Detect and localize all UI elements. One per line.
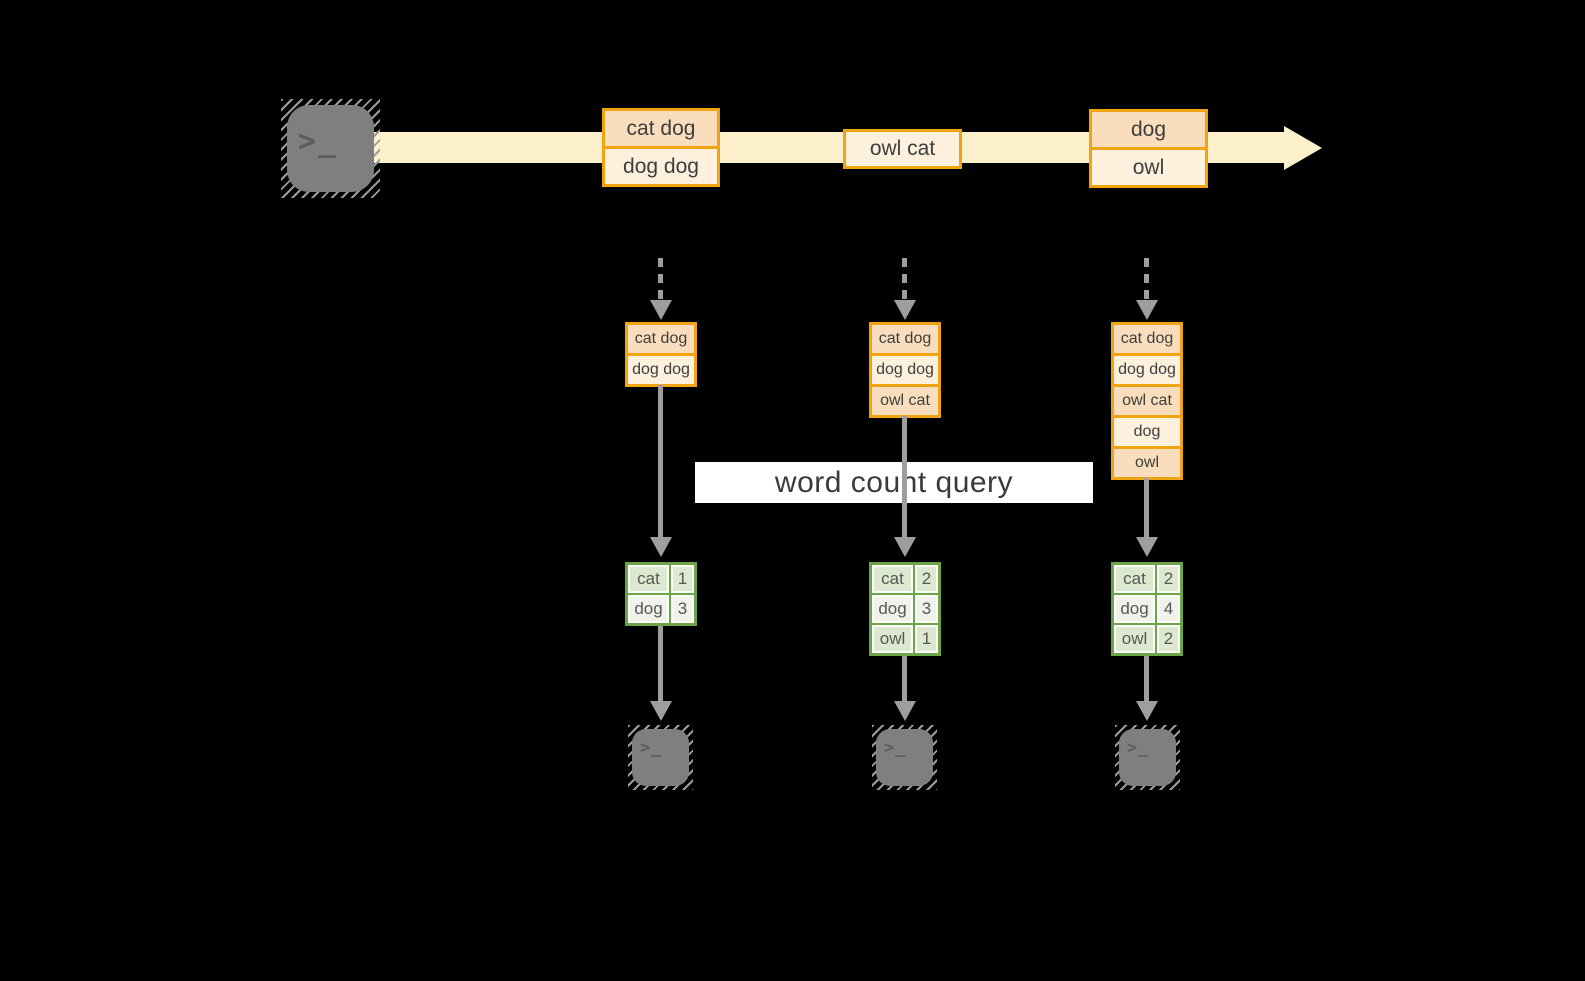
count-cell: 2 bbox=[1157, 565, 1180, 593]
terminal-body bbox=[632, 729, 689, 786]
stream-record: owl cat bbox=[846, 132, 959, 166]
terminal-body bbox=[876, 729, 933, 786]
word-count-table-3: cat 2 dog 4 owl 2 bbox=[1111, 562, 1183, 656]
word-cell: dog bbox=[872, 595, 913, 623]
word-cell: dog bbox=[628, 595, 669, 623]
query-label: word count query bbox=[774, 465, 1014, 499]
count-cell: 3 bbox=[915, 595, 938, 623]
dashed-arrowhead-icon bbox=[650, 300, 672, 320]
count-cell: 2 bbox=[915, 565, 938, 593]
dashed-arrow bbox=[902, 258, 907, 302]
table-row: dog 3 bbox=[872, 595, 938, 623]
arrow-to-result bbox=[658, 385, 663, 537]
arrowhead-icon bbox=[1136, 537, 1158, 557]
dashed-arrow bbox=[658, 258, 663, 302]
table-row: cat 2 bbox=[872, 565, 938, 593]
arrowhead-icon bbox=[650, 701, 672, 721]
table-row: cat 2 bbox=[1114, 565, 1180, 593]
producer-terminal-icon: >_ bbox=[281, 99, 380, 198]
output-terminal-icon: >_ bbox=[872, 725, 937, 790]
terminal-body bbox=[1119, 729, 1176, 786]
dashed-arrow bbox=[1144, 258, 1149, 302]
micro-batch-record: cat dog bbox=[1114, 325, 1180, 353]
arrowhead-icon bbox=[650, 537, 672, 557]
micro-batch-1: cat dog dog dog bbox=[625, 322, 697, 387]
micro-batch-record: cat dog bbox=[872, 325, 938, 353]
arrow-to-output bbox=[658, 626, 663, 702]
micro-batch-record: owl cat bbox=[1114, 384, 1180, 415]
word-count-table-1: cat 1 dog 3 bbox=[625, 562, 697, 626]
terminal-prompt-glyph: >_ bbox=[1127, 738, 1150, 758]
stream-record: cat dog bbox=[605, 111, 717, 146]
arrow-to-output bbox=[902, 656, 907, 702]
stream-record: dog dog bbox=[605, 146, 717, 184]
word-cell: dog bbox=[1114, 595, 1155, 623]
terminal-body bbox=[287, 105, 374, 192]
table-row: dog 4 bbox=[1114, 595, 1180, 623]
stream-batch-2: owl cat bbox=[843, 129, 962, 169]
count-cell: 3 bbox=[671, 595, 694, 623]
table-row: dog 3 bbox=[628, 595, 694, 623]
stream-batch-1: cat dog dog dog bbox=[602, 108, 720, 187]
micro-batch-record: owl cat bbox=[872, 384, 938, 415]
output-terminal-icon: >_ bbox=[628, 725, 693, 790]
micro-batch-record: dog dog bbox=[628, 353, 694, 384]
arrow-to-output bbox=[1144, 656, 1149, 702]
word-cell: owl bbox=[872, 625, 913, 653]
micro-batch-record: dog bbox=[1114, 415, 1180, 446]
micro-batch-record: dog dog bbox=[872, 353, 938, 384]
arrowhead-icon bbox=[894, 701, 916, 721]
arrowhead-icon bbox=[894, 537, 916, 557]
word-cell: owl bbox=[1114, 625, 1155, 653]
arrow-to-result bbox=[902, 416, 907, 537]
stream-record: dog bbox=[1092, 112, 1205, 147]
stream-arrowhead-icon bbox=[1284, 126, 1322, 170]
arrow-to-result bbox=[1144, 478, 1149, 537]
word-cell: cat bbox=[628, 565, 669, 593]
terminal-prompt-glyph: >_ bbox=[640, 738, 663, 758]
query-label-band: word count query bbox=[695, 462, 1093, 503]
word-count-table-2: cat 2 dog 3 owl 1 bbox=[869, 562, 941, 656]
stream-batch-3: dog owl bbox=[1089, 109, 1208, 188]
count-cell: 1 bbox=[671, 565, 694, 593]
arrowhead-icon bbox=[1136, 701, 1158, 721]
terminal-prompt-glyph: >_ bbox=[298, 124, 339, 159]
table-row: cat 1 bbox=[628, 565, 694, 593]
micro-batch-record: dog dog bbox=[1114, 353, 1180, 384]
table-row: owl 2 bbox=[1114, 625, 1180, 653]
dashed-arrowhead-icon bbox=[894, 300, 916, 320]
count-cell: 2 bbox=[1157, 625, 1180, 653]
word-cell: cat bbox=[1114, 565, 1155, 593]
count-cell: 4 bbox=[1157, 595, 1180, 623]
micro-batch-3: cat dog dog dog owl cat dog owl bbox=[1111, 322, 1183, 480]
dashed-arrowhead-icon bbox=[1136, 300, 1158, 320]
count-cell: 1 bbox=[915, 625, 938, 653]
stream-record: owl bbox=[1092, 147, 1205, 185]
output-terminal-icon: >_ bbox=[1115, 725, 1180, 790]
micro-batch-2: cat dog dog dog owl cat bbox=[869, 322, 941, 418]
word-cell: cat bbox=[872, 565, 913, 593]
table-row: owl 1 bbox=[872, 625, 938, 653]
terminal-prompt-glyph: >_ bbox=[884, 738, 907, 758]
micro-batch-record: owl bbox=[1114, 446, 1180, 477]
micro-batch-record: cat dog bbox=[628, 325, 694, 353]
